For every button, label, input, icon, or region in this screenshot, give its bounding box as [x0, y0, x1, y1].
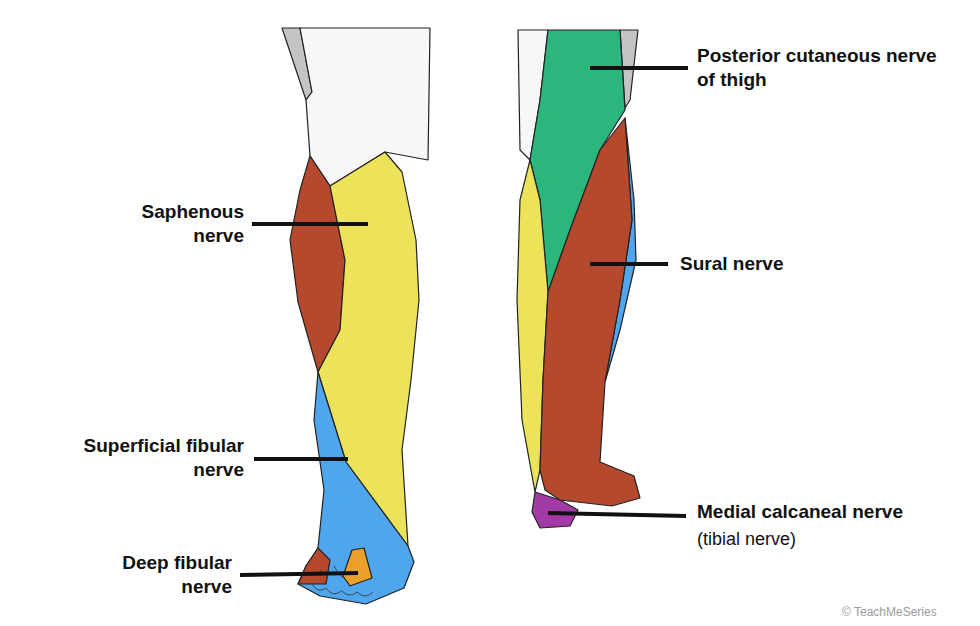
- nerve-label: Superficial fibular nerve: [32, 434, 244, 482]
- sural-foot-region: [298, 548, 330, 584]
- nerve-label: Saphenous nerve: [117, 200, 244, 248]
- nerve-label: Posterior cutaneous nerve of thigh: [697, 44, 942, 92]
- medial-calcaneal-region: [532, 492, 578, 528]
- watermark: © TeachMeSeries: [842, 604, 972, 620]
- leader-line: [590, 262, 668, 266]
- superficial-fibular-region: [298, 372, 414, 604]
- leader-line: [252, 222, 368, 226]
- thigh-region: [300, 28, 430, 186]
- leader-line: [548, 513, 686, 516]
- nerve-label: Deep fibular nerve: [80, 551, 232, 599]
- nerve-label: Medial calcaneal nerve: [697, 500, 967, 524]
- nerve-subtitle: (tibial nerve): [697, 528, 897, 550]
- nerve-label: Sural nerve: [680, 252, 880, 276]
- sural-region: [540, 118, 640, 506]
- leader-line: [240, 573, 358, 575]
- deep-fibular-region: [343, 548, 372, 586]
- leader-line: [254, 457, 348, 461]
- leader-line: [590, 66, 688, 70]
